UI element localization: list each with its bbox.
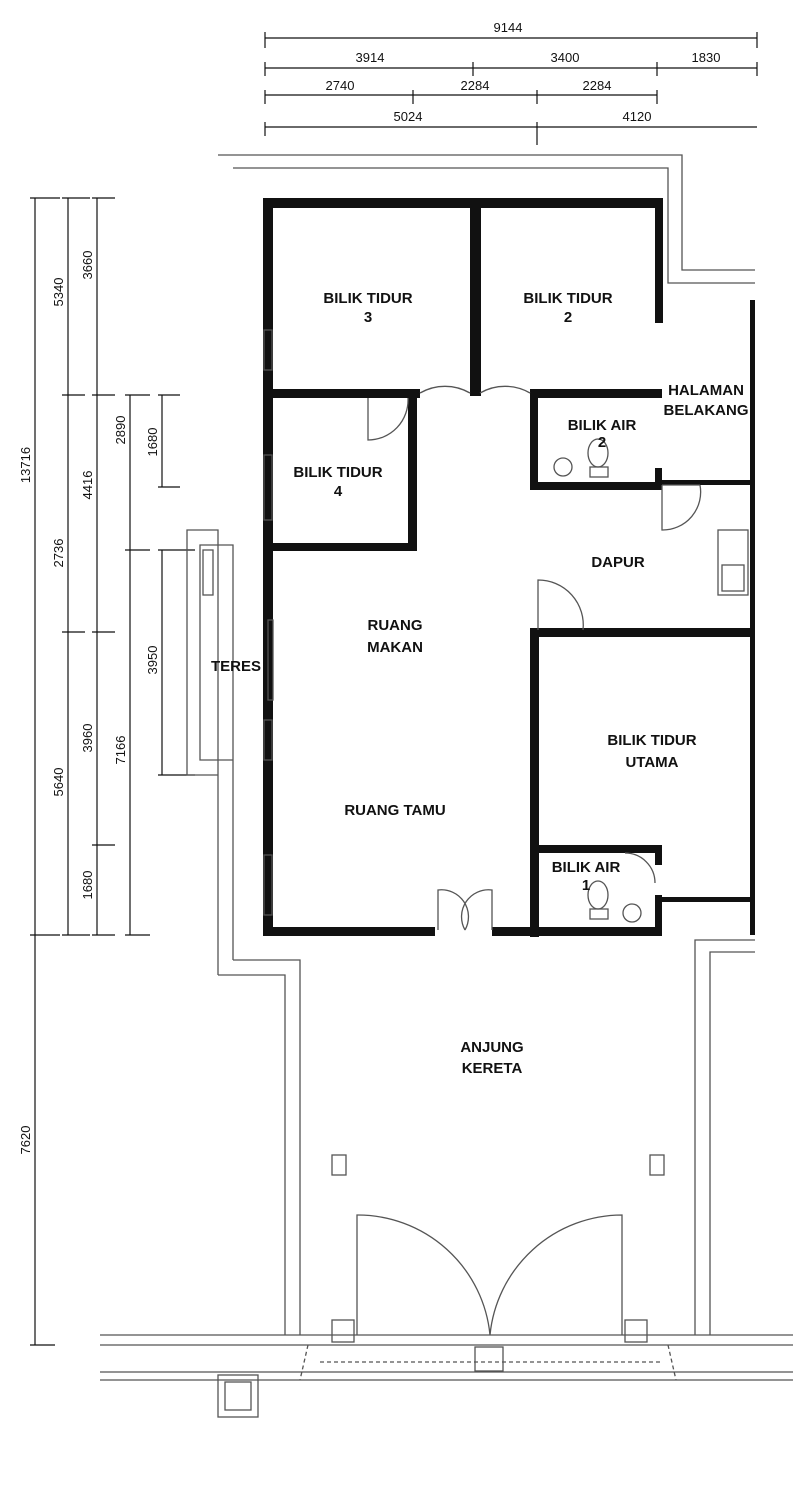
room-number: 1 [582,877,590,894]
doors [356,385,702,1336]
room-bilik-air-2: BILIK AIR [568,417,637,434]
toilet-icon [587,880,609,910]
dim-2736: 2736 [51,539,66,568]
left-dimension-lines [30,197,195,1346]
dim-13716: 13716 [18,447,33,483]
dim-3400: 3400 [551,50,580,65]
top-dimension-lines [264,32,758,145]
room-bilik-tidur-2: BILIK TIDUR [523,290,612,307]
basin-icon [622,903,642,923]
room-labels: BILIK TIDUR 3 BILIK TIDUR 2 HALAMAN BELA… [211,290,749,1077]
room-bilik-tidur-3: BILIK TIDUR [323,290,412,307]
room-label-line2: BELAKANG [664,402,749,419]
dim-5024: 5024 [394,109,423,124]
room-teres: TERES [211,658,261,675]
room-bilik-tidur-4: BILIK TIDUR [293,464,382,481]
top-dimension-labels: 9144 3914 3400 1830 2740 2284 2284 5024 … [326,20,721,124]
dim-3660: 3660 [80,251,95,280]
dim-1680-a: 1680 [145,428,160,457]
room-ruang-tamu: RUANG TAMU [344,802,445,819]
dim-9144: 9144 [494,20,523,35]
left-dimension-labels: 13716 5340 3660 2736 4416 2890 1680 3950… [18,251,160,1155]
dim-3950: 3950 [145,646,160,675]
room-ruang-makan: RUANG [368,617,423,634]
dim-7620: 7620 [18,1126,33,1155]
room-bilik-tidur-utama: BILIK TIDUR [607,732,696,749]
sink-icon [717,529,749,596]
outer-boundary [100,154,793,1418]
basin-icon [553,457,573,477]
room-number: 2 [598,434,606,451]
dim-3960: 3960 [80,724,95,753]
room-number: 2 [564,309,572,326]
room-label-line2: UTAMA [625,754,678,771]
dim-2284-b: 2284 [583,78,612,93]
dim-4416: 4416 [80,471,95,500]
dim-2284-a: 2284 [461,78,490,93]
room-bilik-air-1: BILIK AIR [552,859,621,876]
dim-1830: 1830 [692,50,721,65]
fixtures [202,329,749,1343]
dim-3914: 3914 [356,50,385,65]
room-label-line2: MAKAN [367,639,423,656]
room-number: 4 [334,483,343,500]
dim-2890: 2890 [113,416,128,445]
dim-1680-b: 1680 [80,871,95,900]
room-number: 3 [364,309,372,326]
room-dapur: DAPUR [591,554,645,571]
dim-5640: 5640 [51,768,66,797]
dim-4120: 4120 [623,109,652,124]
dim-2740: 2740 [326,78,355,93]
room-anjung-kereta: ANJUNG [460,1039,523,1056]
room-halaman-belakang: HALAMAN [668,382,744,399]
walls [263,198,755,937]
room-label-line2: KERETA [462,1060,523,1077]
dim-7166: 7166 [113,736,128,765]
dim-5340: 5340 [51,278,66,307]
